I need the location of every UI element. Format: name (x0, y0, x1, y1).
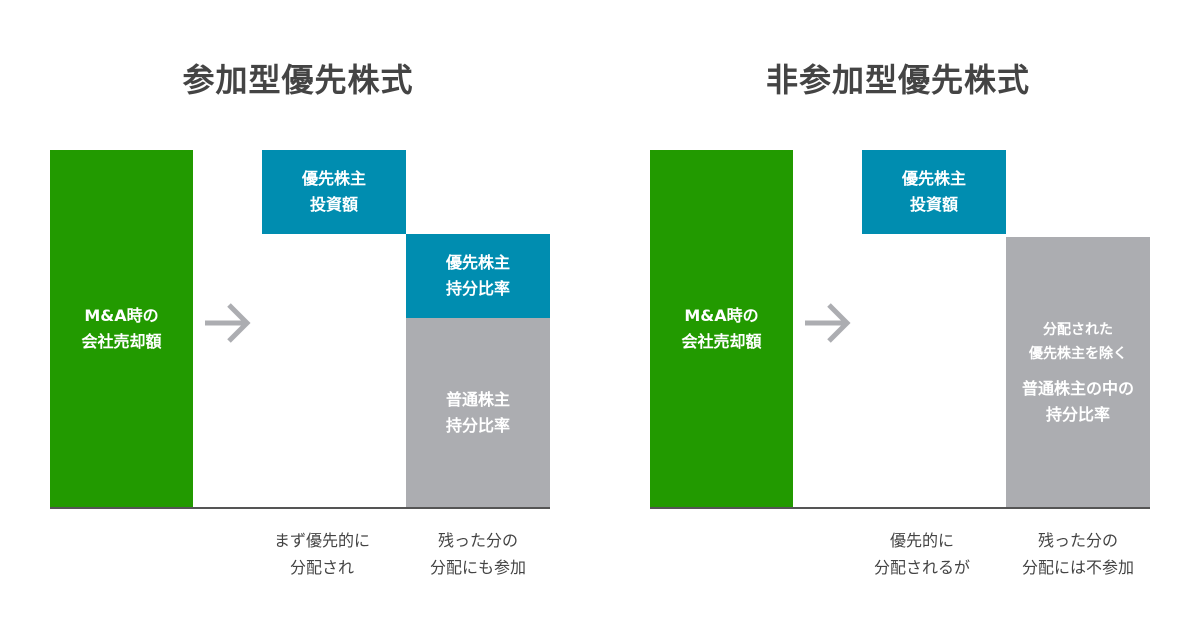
preferred-investment-box: 優先株主 投資額 (262, 150, 406, 234)
label-line: 投資額 (309, 195, 358, 214)
label-line: 優先株主 (301, 169, 366, 188)
label-line: M&A時の (84, 306, 159, 325)
label-line: 会社売却額 (681, 332, 762, 351)
caption-rest: 残った分の 分配にも参加 (398, 527, 558, 581)
caption-first: 優先的に 分配されるが (842, 527, 1002, 581)
caption-line: 分配にも参加 (429, 558, 526, 577)
panel-title: 非参加型優先株式 (765, 61, 1030, 99)
label-line: M&A時の (684, 306, 759, 325)
baseline (650, 507, 1150, 509)
caption-line: 分配され (289, 558, 354, 577)
sale-amount-box: M&A時の 会社売却額 (650, 150, 793, 508)
caption-line: 分配されるが (873, 558, 970, 577)
label-line: 優先株主 (445, 253, 510, 272)
caption-first: まず優先的に 分配され (242, 527, 402, 581)
panel-title: 参加型優先株式 (182, 61, 414, 99)
non-participating-panel: 非参加型優先株式 M&A時の 会社売却額 優先株主 投資額 分配された 優先株主… (600, 0, 1200, 628)
label-line: 普通株主の中の (1021, 378, 1134, 398)
label-line: 優先株主を除く (1029, 345, 1127, 362)
label-line: 持分比率 (445, 416, 510, 435)
arrow-right-icon (805, 303, 851, 343)
caption-rest: 残った分の 分配には不参加 (998, 527, 1158, 581)
caption-line: 優先的に (889, 531, 954, 550)
label-line: 優先株主 (901, 169, 966, 188)
label-line: 持分比率 (445, 279, 510, 298)
baseline (50, 507, 550, 509)
participating-panel: 参加型優先株式 M&A時の 会社売却額 優先株主 投資額 優先株主 持分比率 普… (50, 61, 558, 581)
common-share-box: 分配された 優先株主を除く 普通株主の中の 持分比率 (1006, 237, 1150, 508)
caption-line: 残った分の (437, 531, 518, 550)
common-share-box: 普通株主 持分比率 (406, 318, 550, 508)
arrow-right-icon (205, 303, 251, 343)
label-line: 分配された (1043, 321, 1113, 338)
label-line: 投資額 (909, 195, 958, 214)
caption-line: 分配には不参加 (1021, 558, 1134, 577)
sale-amount-box: M&A時の 会社売却額 (50, 150, 193, 508)
label-line: 会社売却額 (81, 332, 162, 351)
preferred-investment-box: 優先株主 投資額 (862, 150, 1006, 234)
label-line: 普通株主 (445, 390, 510, 409)
preferred-share-box: 優先株主 持分比率 (406, 234, 550, 318)
label-line: 持分比率 (1045, 404, 1110, 424)
caption-line: 残った分の (1037, 531, 1118, 550)
caption-line: まず優先的に (273, 531, 370, 550)
